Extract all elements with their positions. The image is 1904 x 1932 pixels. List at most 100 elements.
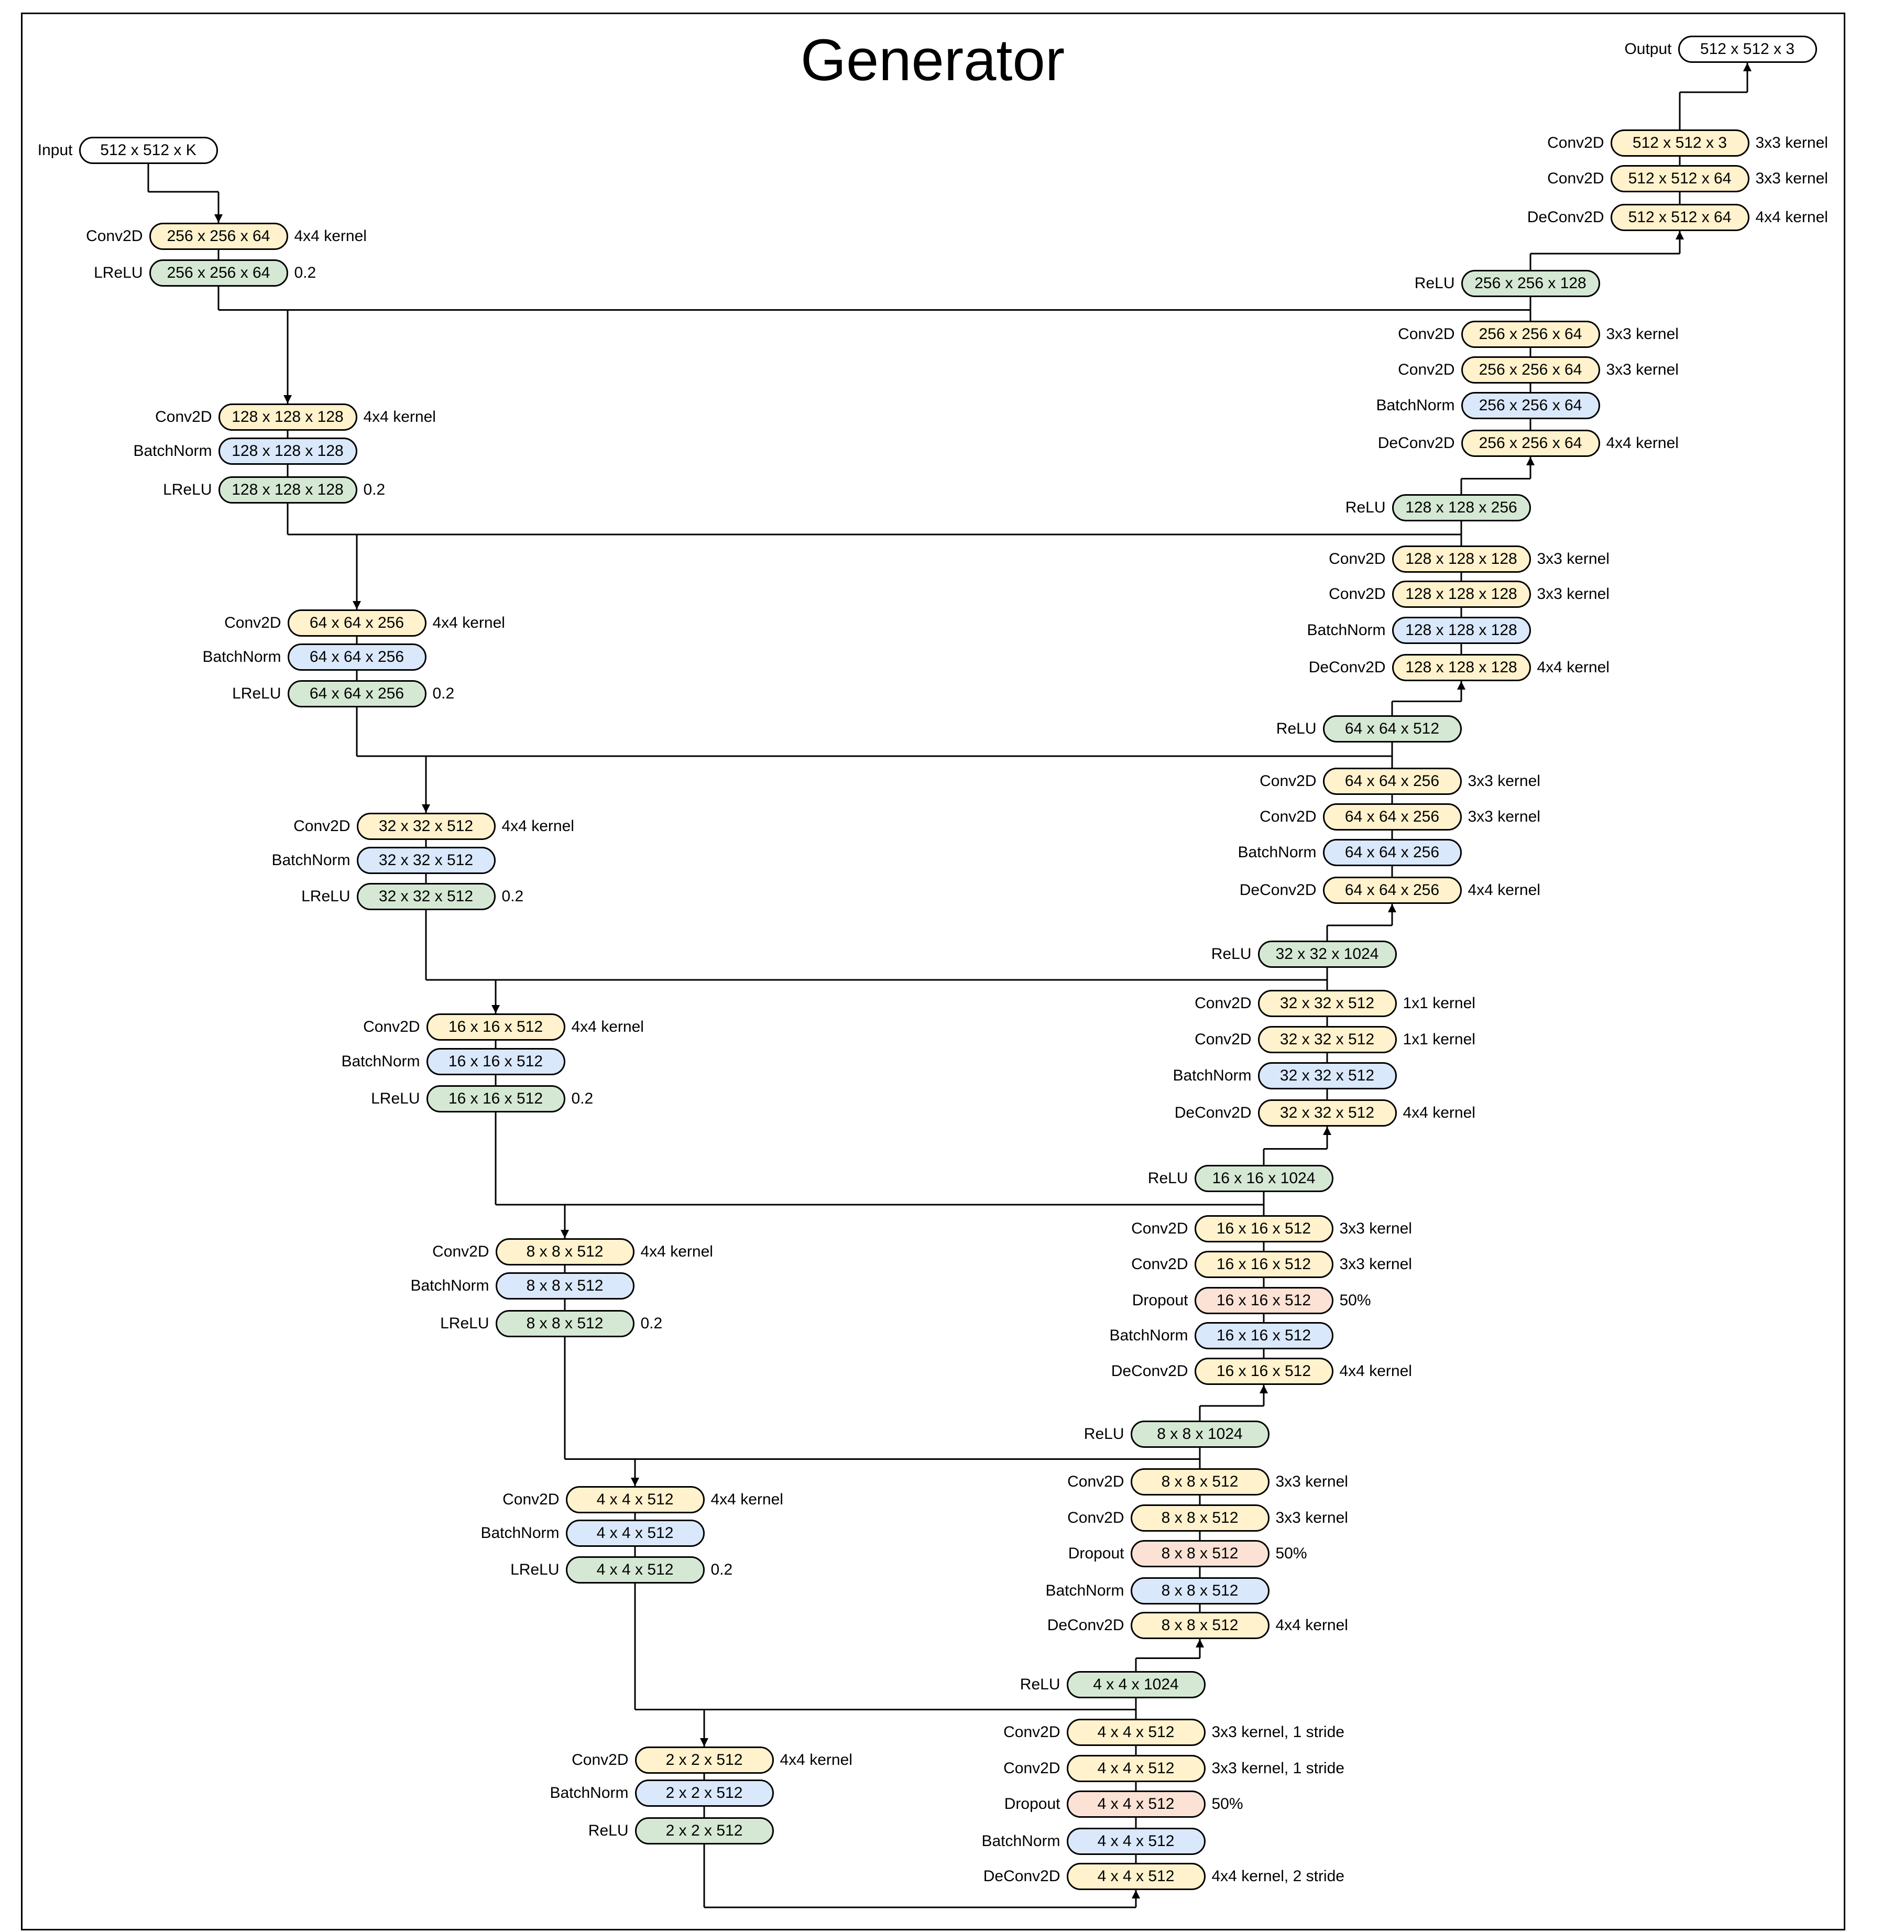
arrow-down-icon xyxy=(214,214,223,223)
relu-label: ReLU xyxy=(1345,499,1386,516)
conv2d-label: Conv2D xyxy=(1131,1220,1188,1237)
arrow-up-icon xyxy=(1196,1639,1204,1647)
dropout-node: 16 x 16 x 512 xyxy=(1194,1287,1333,1314)
arrow-down-icon xyxy=(700,1738,708,1747)
conv2d-label: Conv2D xyxy=(86,227,143,245)
layer-note: 4x4 kernel xyxy=(1403,1104,1475,1121)
conv2d-label: Conv2D xyxy=(1398,361,1455,378)
deconv2d-label: DeConv2D xyxy=(1239,881,1317,899)
deconv2d-node: 64 x 64 x 256 xyxy=(1322,877,1462,904)
conv2d-node: 128 x 128 x 128 xyxy=(1392,581,1531,608)
layer-note: 50% xyxy=(1339,1292,1371,1309)
conv2d-node: 16 x 16 x 512 xyxy=(1194,1215,1333,1242)
conv2d-label: Conv2D xyxy=(363,1018,420,1035)
lrelu-node: 8 x 8 x 512 xyxy=(495,1310,634,1337)
deconv2d-node: 256 x 256 x 64 xyxy=(1461,430,1600,457)
arrow-down-icon xyxy=(491,1005,500,1013)
lrelu-label: LReLU xyxy=(440,1315,489,1332)
batchnorm-label: BatchNorm xyxy=(1238,844,1317,861)
conv2d-node: 256 x 256 x 64 xyxy=(1461,356,1600,384)
batchnorm-node: 128 x 128 x 128 xyxy=(218,438,357,465)
batchnorm-label: BatchNorm xyxy=(341,1053,420,1070)
relu-node: 2 x 2 x 512 xyxy=(634,1817,774,1844)
conv2d-label: Conv2D xyxy=(1003,1723,1060,1741)
batchnorm-node: 32 x 32 x 512 xyxy=(356,847,496,874)
layer-note: 4x4 kernel xyxy=(710,1491,783,1508)
conv2d-label: Conv2D xyxy=(1003,1760,1060,1777)
relu-node: 4 x 4 x 1024 xyxy=(1066,1671,1206,1698)
conv2d-label: Conv2D xyxy=(1329,550,1386,567)
batchnorm-label: BatchNorm xyxy=(1376,397,1455,414)
layer-note: 1x1 kernel xyxy=(1403,1031,1475,1048)
layer-note: 3x3 kernel xyxy=(1339,1256,1412,1273)
lrelu-label: LReLU xyxy=(301,888,351,905)
layer-note: 4x4 kernel xyxy=(1468,881,1540,899)
deconv2d-label: DeConv2D xyxy=(1111,1362,1188,1380)
batchnorm-node: 16 x 16 x 512 xyxy=(426,1048,565,1075)
relu-label: ReLU xyxy=(1084,1425,1124,1443)
conv2d-label: Conv2D xyxy=(1067,1509,1124,1526)
deconv2d-label: DeConv2D xyxy=(1308,659,1386,676)
conv2d-label: Conv2D xyxy=(1329,585,1386,603)
conv2d-label: Conv2D xyxy=(502,1491,560,1508)
layer-note: 4x4 kernel xyxy=(294,227,367,245)
conv2d-label: Conv2D xyxy=(1067,1473,1124,1490)
layer-note: 0.2 xyxy=(501,888,524,905)
deconv2d-label: DeConv2D xyxy=(1047,1617,1124,1634)
batchnorm-label: BatchNorm xyxy=(133,442,212,460)
input-label: Input xyxy=(37,141,73,159)
dropout-node: 8 x 8 x 512 xyxy=(1130,1540,1270,1567)
arrow-up-icon xyxy=(1323,1127,1331,1135)
output-node: 512 x 512 x 3 xyxy=(1678,36,1817,63)
layer-note: 4x4 kernel xyxy=(1339,1362,1412,1380)
lrelu-label: LReLU xyxy=(232,685,281,702)
conv2d-label: Conv2D xyxy=(1260,772,1317,790)
relu-node: 32 x 32 x 1024 xyxy=(1257,941,1397,968)
layer-note: 4x4 kernel xyxy=(363,408,436,425)
conv2d-label: Conv2D xyxy=(1195,995,1252,1012)
relu-label: ReLU xyxy=(1414,275,1455,292)
conv2d-node: 2 x 2 x 512 xyxy=(634,1747,774,1774)
layer-note: 3x3 kernel, 1 stride xyxy=(1211,1723,1344,1741)
conv2d-node: 8 x 8 x 512 xyxy=(1130,1504,1270,1532)
conv2d-node: 16 x 16 x 512 xyxy=(1194,1251,1333,1278)
dropout-node: 4 x 4 x 512 xyxy=(1066,1791,1206,1818)
layer-note: 3x3 kernel xyxy=(1339,1220,1412,1237)
input-node: 512 x 512 x K xyxy=(79,137,218,164)
batchnorm-label: BatchNorm xyxy=(271,852,351,869)
dropout-label: Dropout xyxy=(1004,1795,1060,1813)
layer-note: 3x3 kernel xyxy=(1606,325,1679,343)
deconv2d-node: 16 x 16 x 512 xyxy=(1194,1358,1333,1385)
lrelu-node: 128 x 128 x 128 xyxy=(218,476,357,504)
layer-note: 50% xyxy=(1275,1545,1307,1562)
layer-note: 3x3 kernel xyxy=(1537,550,1610,567)
conv2d-node: 64 x 64 x 256 xyxy=(287,609,426,637)
conv2d-node: 64 x 64 x 256 xyxy=(1322,768,1462,795)
conv2d-label: Conv2D xyxy=(432,1243,489,1260)
conv2d-label: Conv2D xyxy=(1131,1256,1188,1273)
conv2d-label: Conv2D xyxy=(1547,170,1604,187)
deconv2d-node: 512 x 512 x 64 xyxy=(1610,204,1749,231)
arrow-up-icon xyxy=(1260,1385,1268,1393)
batchnorm-label: BatchNorm xyxy=(202,648,281,665)
layer-note: 3x3 kernel xyxy=(1275,1509,1348,1526)
relu-label: ReLU xyxy=(1276,720,1317,737)
lrelu-label: LReLU xyxy=(371,1090,420,1107)
deconv2d-label: DeConv2D xyxy=(1174,1104,1252,1121)
arrow-down-icon xyxy=(561,1230,569,1238)
arrow-down-icon xyxy=(631,1478,639,1486)
batchnorm-node: 4 x 4 x 512 xyxy=(565,1520,705,1547)
batchnorm-node: 256 x 256 x 64 xyxy=(1461,392,1600,419)
batchnorm-node: 4 x 4 x 512 xyxy=(1066,1828,1206,1855)
arrow-down-icon xyxy=(283,395,292,403)
batchnorm-node: 64 x 64 x 256 xyxy=(287,643,426,671)
arrow-down-icon xyxy=(422,804,430,813)
conv2d-node: 4 x 4 x 512 xyxy=(1066,1719,1206,1746)
layer-note: 4x4 kernel xyxy=(640,1243,713,1260)
layer-note: 3x3 kernel xyxy=(1755,134,1828,151)
layer-note: 4x4 kernel xyxy=(432,614,505,631)
arrow-up-icon xyxy=(1388,904,1396,912)
layer-note: 4x4 kernel xyxy=(1275,1617,1348,1634)
conv2d-node: 256 x 256 x 64 xyxy=(1461,321,1600,348)
layer-note: 0.2 xyxy=(640,1315,663,1332)
